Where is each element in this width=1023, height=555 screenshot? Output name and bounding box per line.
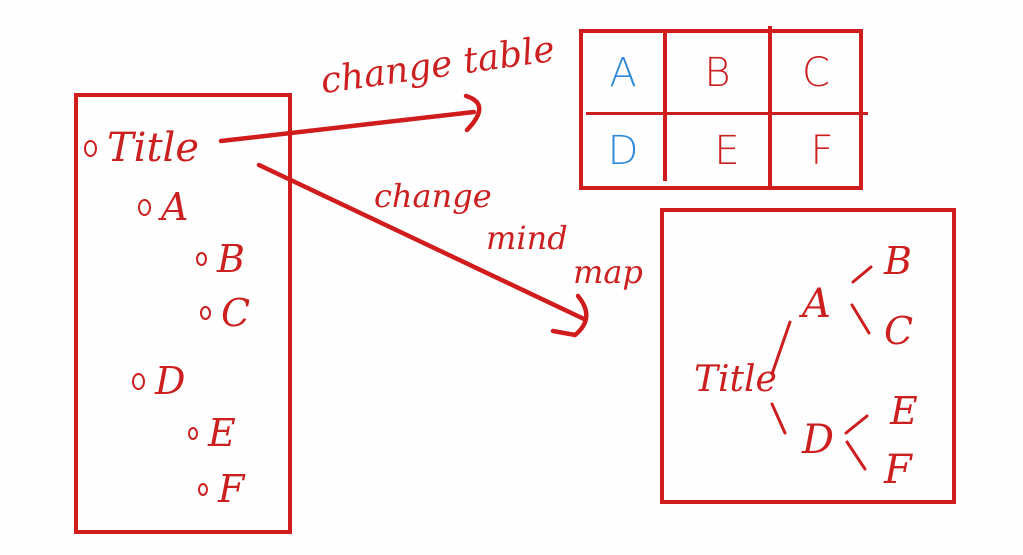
bullet-icon [188, 426, 198, 440]
mindmap-node-a: A [802, 281, 831, 327]
outline-item-f: F [198, 470, 244, 508]
table-divider-vertical-2 [768, 26, 772, 186]
table-divider-horizontal [586, 112, 868, 115]
table-divider-vertical-1 [663, 31, 667, 181]
outline-item-d: D [132, 362, 185, 400]
mindmap-box [660, 208, 956, 504]
mindmap-node-b: B [884, 239, 912, 283]
bullet-icon [132, 372, 145, 390]
table-cell-e: E [714, 128, 740, 174]
bullet-icon [200, 306, 211, 320]
table-cell-b: B [704, 50, 731, 96]
outline-item-b: B [196, 240, 245, 278]
arrow-to-mindmap-head [550, 293, 589, 338]
mindmap-root: Title [694, 359, 777, 400]
table-cell-c: C [802, 50, 830, 96]
outline-box [74, 93, 292, 534]
mindmap-node-f: F [884, 447, 912, 493]
table-cell-d: D [607, 128, 639, 174]
mindmap-node-d: D [802, 417, 835, 463]
outline-item-a: A [138, 188, 188, 226]
table-box [579, 29, 863, 190]
mindmap-node-c: C [884, 309, 914, 353]
outline-title: Title [84, 128, 199, 168]
bullet-icon [196, 252, 207, 266]
bullet-icon [198, 482, 208, 496]
arrow-to-mindmap-line [256, 162, 587, 322]
arrow-to-table-head [463, 93, 482, 133]
bullet-icon [138, 198, 151, 216]
arrow-to-table-line [218, 109, 477, 144]
table-cell-f: F [810, 128, 834, 174]
bullet-icon [84, 139, 97, 157]
outline-title-text: Title [107, 125, 200, 171]
arrow-label-change: change [374, 177, 492, 215]
outline-item-c: C [200, 294, 250, 332]
table-cell-a: A [609, 50, 637, 96]
arrow-label-mind: mind [486, 219, 568, 257]
outline-item-e: E [188, 414, 236, 452]
mindmap-node-e: E [890, 389, 918, 433]
arrow-label-map: map [573, 253, 643, 291]
